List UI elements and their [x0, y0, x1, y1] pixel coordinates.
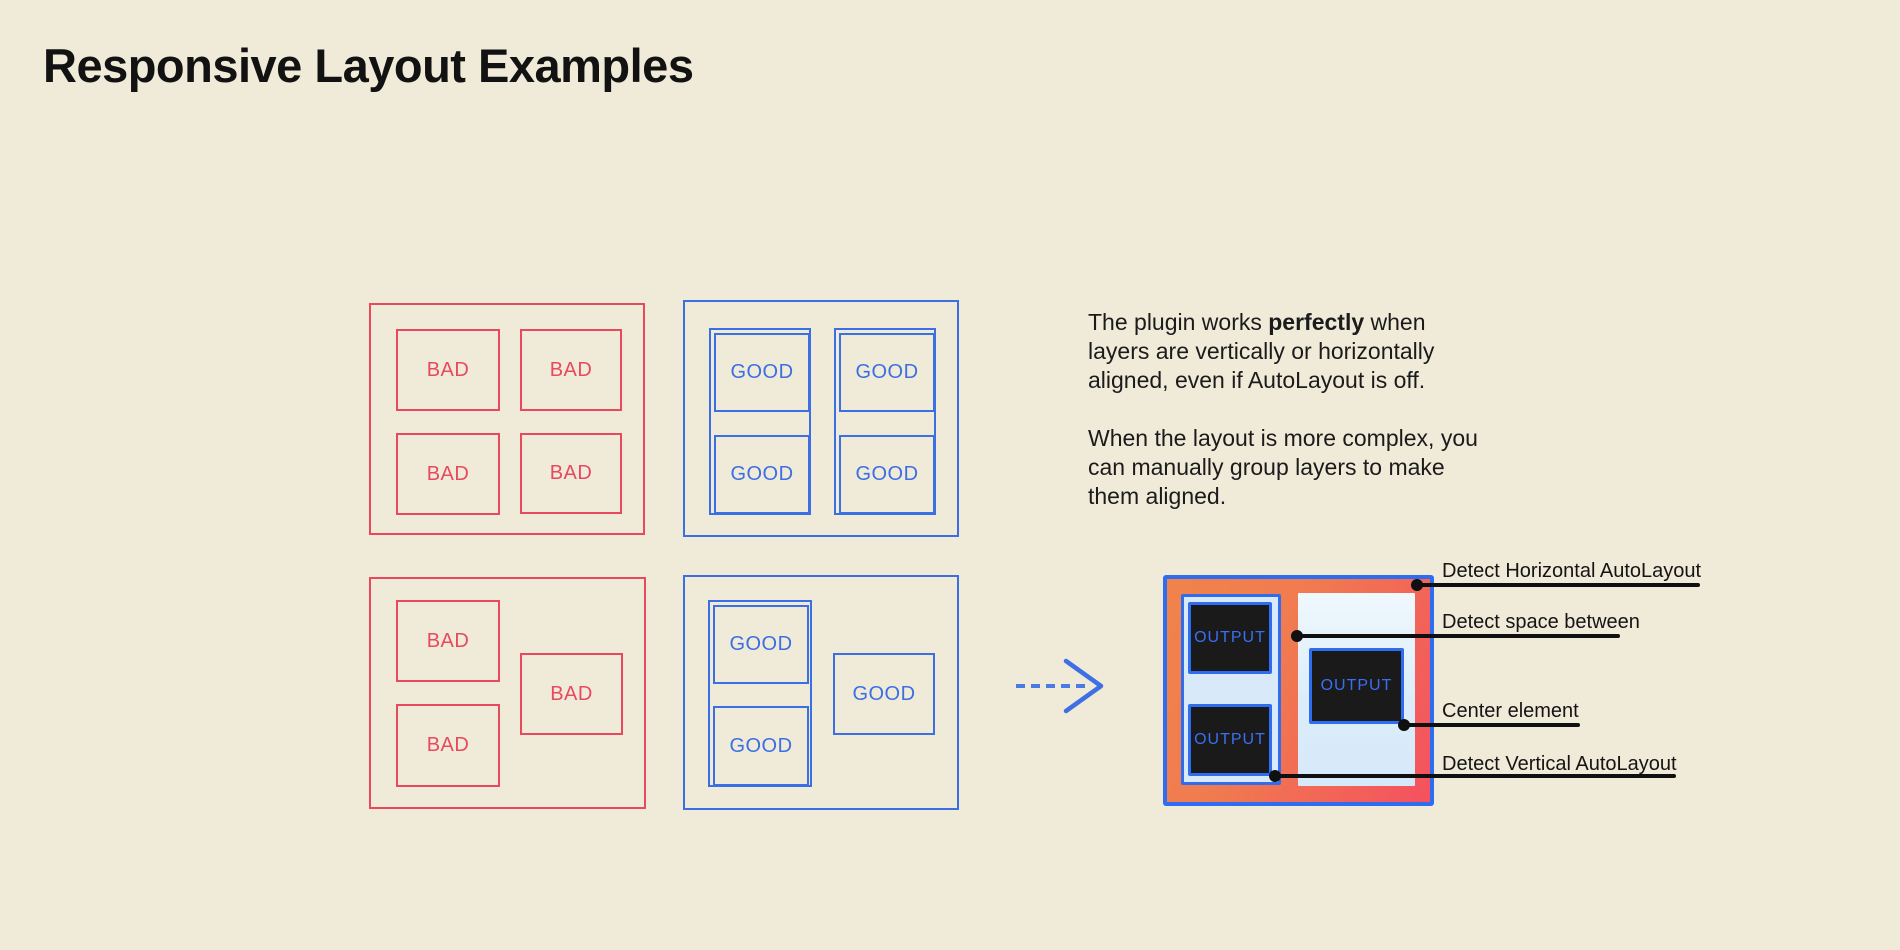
bad-box: BAD [520, 329, 622, 411]
annotation-label-vertical-autolayout: Detect Vertical AutoLayout [1442, 753, 1677, 775]
good-box: GOOD [713, 706, 809, 786]
bad-box: BAD [520, 433, 622, 514]
annotation-dot [1411, 579, 1423, 591]
annotation-dot [1398, 719, 1410, 731]
good-column-group: GOOD GOOD [834, 328, 936, 515]
output-box-label: OUTPUT [1194, 629, 1266, 646]
good-group-complex: GOOD GOOD GOOD [683, 575, 959, 810]
annotation-line [1415, 583, 1700, 587]
result-frame: OUTPUT OUTPUT OUTPUT [1163, 575, 1434, 806]
arrow-right-icon [1016, 658, 1104, 714]
annotation-dot [1291, 630, 1303, 642]
annotation-line [1273, 774, 1676, 778]
annotation-label-space-between: Detect space between [1442, 611, 1640, 633]
good-box: GOOD [833, 653, 935, 735]
output-box-label: OUTPUT [1320, 677, 1393, 694]
good-box: GOOD [713, 605, 809, 684]
good-box: GOOD [839, 333, 935, 412]
bad-group-complex: BAD BAD BAD [369, 577, 646, 809]
bad-group-aligned: BAD BAD BAD BAD [369, 303, 645, 535]
output-box: OUTPUT [1188, 704, 1272, 776]
annotation-label-horizontal-autolayout: Detect Horizontal AutoLayout [1442, 560, 1702, 582]
bad-box: BAD [520, 653, 623, 735]
good-column-group: GOOD GOOD [709, 328, 811, 515]
annotation-line [1402, 723, 1580, 727]
annotation-dot [1269, 770, 1281, 782]
good-column-group: GOOD GOOD [708, 600, 812, 787]
good-group-aligned: GOOD GOOD GOOD GOOD [683, 300, 959, 537]
output-box: OUTPUT [1188, 602, 1272, 674]
bad-box: BAD [396, 704, 500, 787]
output-box-label: OUTPUT [1194, 731, 1266, 748]
center-panel: OUTPUT [1298, 593, 1415, 786]
bad-box: BAD [396, 433, 500, 515]
bad-box: BAD [396, 329, 500, 411]
good-box: GOOD [714, 435, 810, 514]
annotation-label-center-element: Center element [1442, 700, 1579, 722]
good-box: GOOD [839, 435, 935, 514]
page-title: Responsive Layout Examples [43, 39, 694, 92]
bad-box: BAD [396, 600, 500, 682]
output-box: OUTPUT [1309, 648, 1404, 724]
good-box: GOOD [714, 333, 810, 412]
vertical-autolayout-group: OUTPUT OUTPUT [1181, 594, 1281, 785]
annotation-line [1295, 634, 1620, 638]
